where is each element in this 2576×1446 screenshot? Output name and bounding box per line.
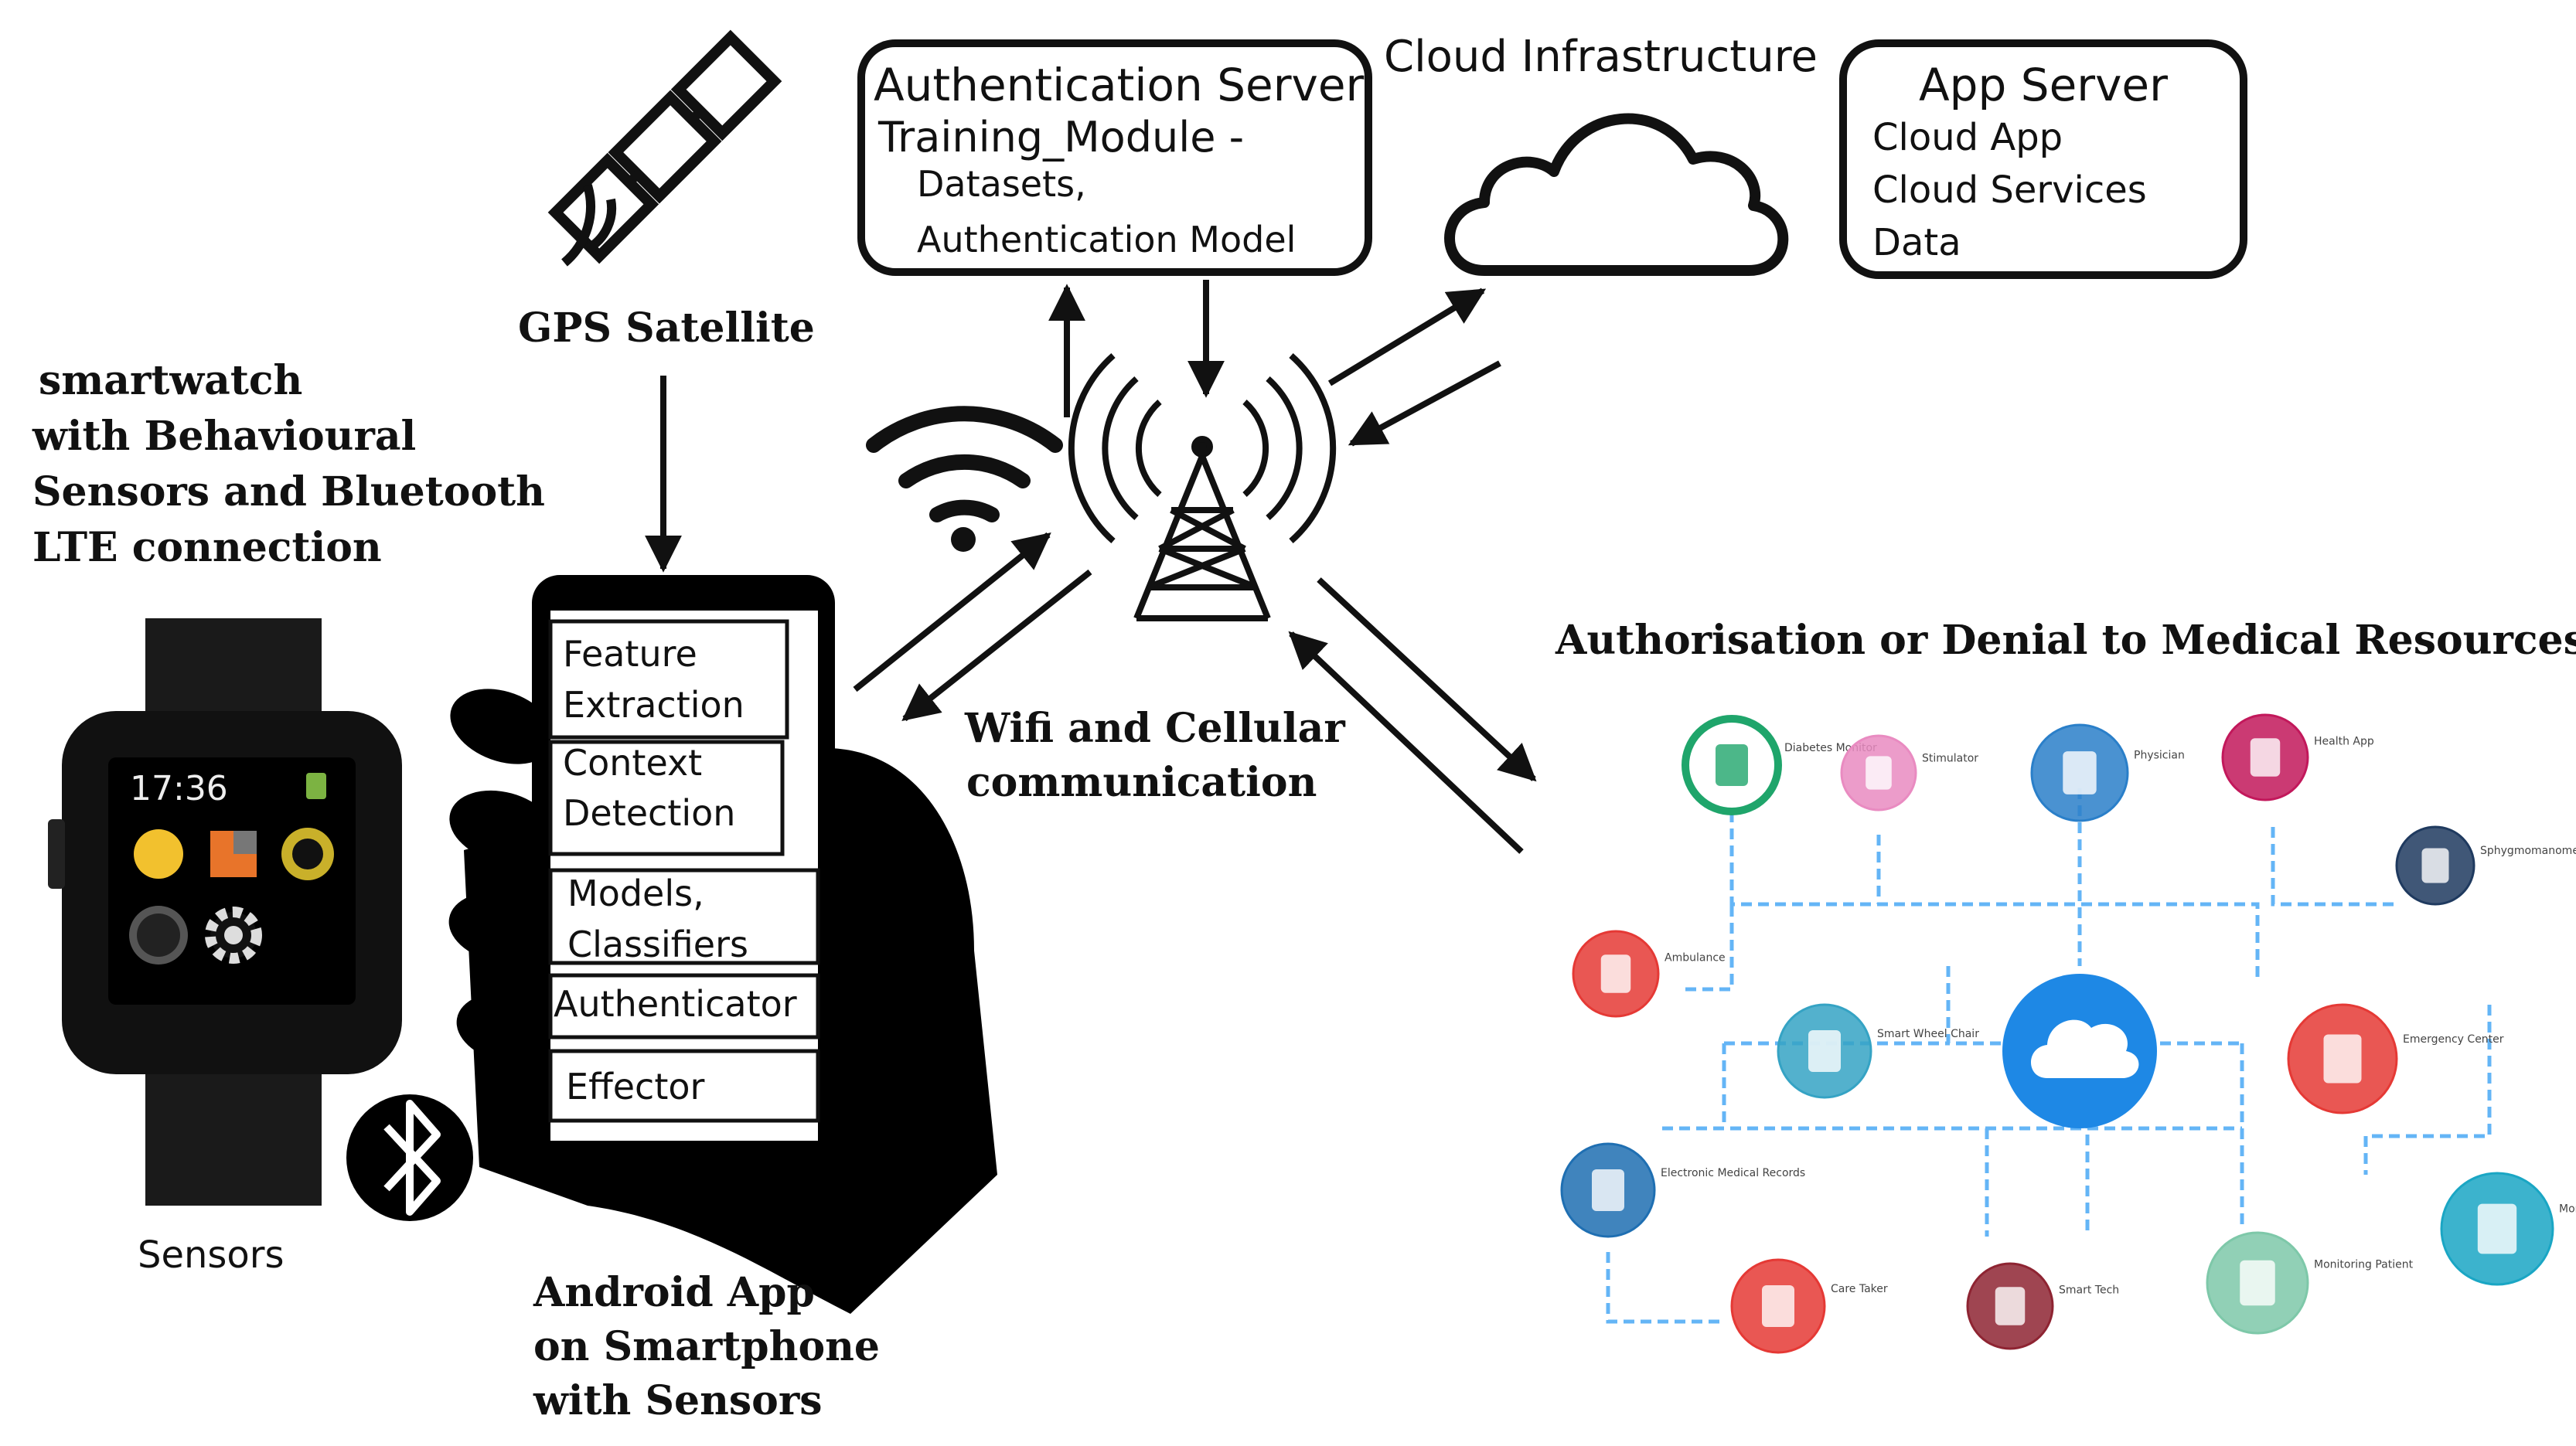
module-context: Context [563,742,702,784]
physician-icon: Physician [2030,723,2185,822]
sensors-label: Sensors [138,1233,285,1277]
module-effector: Effector [566,1066,705,1107]
network-arrows [853,280,1537,854]
phone-to-tower-arrow [853,532,1051,692]
tower-to-cloud-arrow [1327,287,1487,386]
auth-server-line3: Datasets, [917,163,1086,205]
cloud-icon [1444,113,1789,276]
ambulance-icon: Ambulance [1572,930,1726,1018]
app-server-title: App Server [1919,59,2168,111]
sphygmomanometer-icon: Sphygmomanometer [2395,825,2576,906]
app-server-line4: Data [1872,221,1961,264]
wifi-icon [866,406,1063,552]
auth-server-title: Authentication Server [874,59,1365,111]
smartwatch-label-line3: Sensors and Bluetooth [32,468,545,515]
module-authenticator: Authenticator [554,983,797,1025]
tower-to-phone-arrow [901,569,1092,722]
smart-devices-icon: Smart Tech [1966,1262,2119,1350]
tower-to-medical-arrow [1317,577,1537,782]
medical-node-label: Emergency Center [2403,1033,2504,1046]
module-classifiers: Classifiers [567,924,748,965]
phone-modules [548,619,820,1123]
auth-server-line4: Authentication Model [917,219,1296,260]
app-server-line2: Cloud App [1872,116,2063,159]
smartwatch-label-line4: LTE connection [32,524,382,571]
medical-node-label: Stimulator [1922,753,1978,765]
android-label-line3: with Sensors [533,1377,823,1424]
medical-node-label: Sphygmomanometer [2480,845,2576,857]
module-models: Models, [567,873,704,914]
medical-network [1606,788,2492,1324]
cell-tower-icon [1068,353,1337,621]
stimulator-icon: Stimulator [1840,734,1978,811]
smartwatch-icon: 17:36 [48,618,402,1206]
monitoring-vital-icon: Monitoring Vital Signs [2440,1172,2576,1286]
app-server-box [1839,39,2247,279]
medical-node-label: Smart Tech [2059,1284,2119,1297]
satellite-signal-icon [561,184,617,267]
hospital-icon: Emergency Center [2287,1003,2504,1114]
android-label-line2: on Smartphone [533,1323,880,1370]
medical-node-label: Monitoring Patient [2314,1259,2414,1271]
satellite-icon [547,29,782,264]
medical-node-label: Care Taker [1831,1283,1888,1295]
wheelchair-icon: Smart Wheel Chair [1777,1003,1979,1099]
medical-node-label: Monitoring Vital Signs [2559,1203,2576,1215]
medical-records-icon: Electronic Medical Records [1560,1142,1805,1238]
watch-time: 17:36 [130,769,228,808]
medical-node-label: Ambulance [1665,952,1726,965]
auth-server-line2: Training_Module - [877,113,1244,162]
module-extraction: Extraction [563,684,745,726]
bluetooth-icon [346,1094,473,1221]
android-label-line1: Android App [533,1269,815,1316]
auth-server-box [857,39,1372,276]
medical-node-label: Health App [2314,736,2374,748]
wifi-cellular-label-line1: Wifi and Cellular [964,705,1345,752]
wifi-cellular-label-line2: communication [966,759,1317,806]
health-app-icon: Health App [2221,713,2374,801]
smartwatch-label-line1: smartwatch [39,357,302,404]
medical-to-tower-arrow [1288,631,1524,854]
cloud-to-tower-arrow [1348,360,1501,447]
care-taker-icon: Care Taker [1730,1258,1888,1354]
gps-label: GPS Satellite [518,305,815,352]
medical-node-label: Physician [2134,749,2185,761]
monitoring-patient-icon: Monitoring Patient [2206,1231,2414,1335]
medical-node-label: Smart Wheel Chair [1877,1028,1979,1040]
medical-node-label: Electronic Medical Records [1661,1167,1805,1179]
cloud-infra-label: Cloud Infrastructure [1384,32,1818,82]
app-server-line3: Cloud Services [1872,168,2147,212]
module-feature: Feature [563,633,697,675]
authorisation-label: Authorisation or Denial to Medical Resou… [1555,617,2576,664]
smartwatch-label-line2: with Behavioural [32,413,416,460]
smartwatch-label: smartwatch with Behavioural Sensors and … [32,357,545,571]
module-detection: Detection [563,792,735,834]
